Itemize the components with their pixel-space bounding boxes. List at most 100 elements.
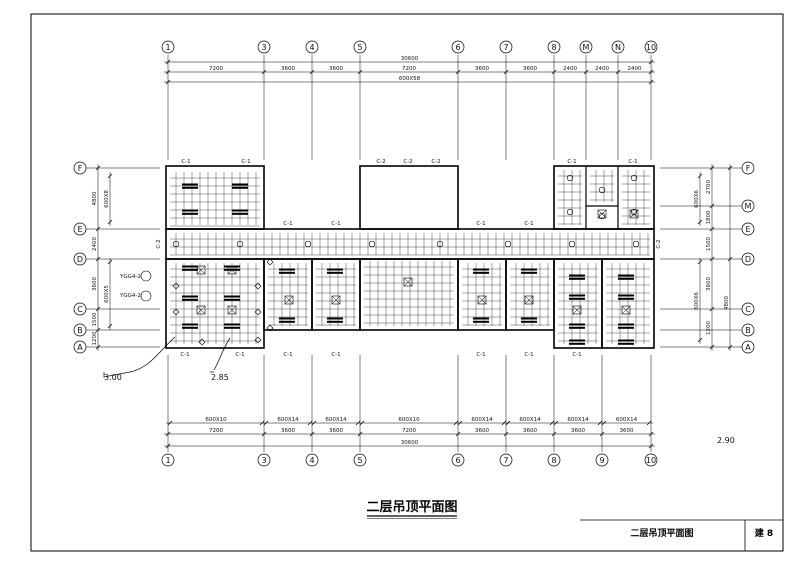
dim-top-seg-tick-3	[357, 69, 363, 75]
window-label-top-1: C-1	[241, 159, 250, 165]
grid-bubble-right-F-label: F	[746, 164, 751, 173]
light-fixture-0	[182, 183, 198, 189]
dim-bot-seg-tick-1	[261, 431, 267, 437]
window-label-top-2: C-2	[376, 159, 385, 165]
dim-left-tick-0	[95, 165, 101, 171]
tiles-sw	[170, 263, 260, 344]
dim-right-tick-4	[709, 306, 715, 312]
dim-left-tick-1	[95, 226, 101, 232]
elevation-label-285: 2.85	[211, 373, 229, 382]
exhaust-fan-10	[621, 305, 631, 315]
light-fixture-3	[232, 209, 248, 215]
downlight-8	[566, 174, 574, 182]
grid-bubble-top-4-label: 6	[455, 43, 460, 52]
exhaust-fan-2	[196, 305, 206, 315]
dim-bot-ceiling-label-5: 600X14	[519, 417, 541, 423]
dim-bot-seg-label-1: 3600	[281, 428, 295, 434]
light-fixture-21	[618, 294, 634, 300]
grid-bubble-right-M: M	[741, 199, 755, 213]
grid-bubble-top-1: 3	[257, 40, 271, 54]
dim-right-tick-0	[709, 165, 715, 171]
tiles-s3	[364, 261, 454, 326]
grid-bubble-left-B: B	[73, 323, 87, 337]
dim-bot-ceiling-tick-0	[167, 420, 173, 426]
light-fixture-2	[182, 209, 198, 215]
grid-bubble-left-E: E	[73, 222, 87, 236]
downlight-12	[630, 174, 638, 182]
dim-bot-ceiling-tick-7	[453, 420, 459, 426]
grid-bubble-left-D: D	[73, 252, 87, 266]
sheet-number: 建 8	[755, 527, 773, 539]
dim-bot-ceiling-label-2: 600X14	[325, 417, 347, 423]
dim-top-seg-tick-0	[165, 69, 171, 75]
window-label-mid-3: C-1	[524, 221, 533, 227]
elevation-label-300: 3.00	[104, 373, 122, 382]
exhaust-fan-4	[284, 295, 294, 305]
tiles-ne3	[622, 170, 650, 225]
grid-bubble-top-6: 8	[547, 40, 561, 54]
grid-bubble-bottom-0-label: 1	[165, 456, 170, 465]
grid-bubble-bottom-3: 5	[353, 453, 367, 467]
diamond-fixture-1	[254, 282, 262, 290]
grid-bubble-right-D: D	[741, 252, 755, 266]
dim-top-seg-label-8: 2400	[628, 66, 642, 72]
light-fixture-18	[569, 274, 585, 280]
tiles-s4	[462, 263, 502, 326]
window-label-top-3: C-2	[403, 159, 412, 165]
dim-bot-seg-tick-2	[309, 431, 315, 437]
dim-right-inner-b-label-0: 600X6	[694, 292, 700, 310]
grid-bubble-right-F: F	[741, 161, 755, 175]
dim-top-seg-tick-2	[309, 69, 315, 75]
dim-left-label-1: 2400	[92, 237, 98, 251]
downlight-11	[598, 212, 606, 220]
dim-bot-ceiling-tick-3	[307, 420, 313, 426]
downlight-13	[630, 208, 638, 216]
light-tag-1-label: YGG4-2	[119, 274, 141, 280]
grid-bubble-top-2-label: 4	[309, 43, 314, 52]
grid-bubble-top-7: M	[579, 40, 593, 54]
dim-bot-ceiling-tick-11	[549, 420, 555, 426]
dim-left-inner-a-tick-1	[107, 219, 113, 225]
grid-bubble-left-C-label: C	[77, 305, 83, 314]
tiles-ne2	[590, 170, 614, 202]
tiles-s5	[510, 263, 550, 326]
dim-bot-ceiling-tick-8	[457, 420, 463, 426]
dim-bot-ceiling-tick-12	[553, 420, 559, 426]
dim-top-ceiling-label-0: 600X58	[399, 76, 421, 82]
dim-top-seg-label-2: 3600	[329, 66, 343, 72]
dim-left-tick-5	[95, 344, 101, 350]
grid-bubble-right-C: C	[741, 302, 755, 316]
dim-bot-overall-tick-0	[165, 443, 171, 449]
dim-left-tick-4	[95, 327, 101, 333]
light-fixture-24	[569, 339, 585, 345]
tiles-s2	[316, 263, 356, 326]
dim-left-label-2: 3600	[92, 277, 98, 291]
grid-bubble-top-5: 7	[499, 40, 513, 54]
dim-top-overall-tick-1	[648, 59, 654, 65]
tiles-ne1	[558, 170, 582, 225]
grid-bubble-top-5-label: 7	[503, 43, 508, 52]
downlight-2	[304, 240, 312, 248]
drawing-title: 二层吊顶平面图	[366, 500, 457, 515]
light-fixture-23	[618, 323, 634, 329]
grid-bubble-top-6-label: 8	[551, 43, 556, 52]
dim-top-seg-label-5: 3600	[523, 66, 537, 72]
window-label-mid-2: C-1	[476, 221, 485, 227]
downlight-0	[172, 240, 180, 248]
window-label-bottom-0: C-1	[180, 352, 189, 358]
exhaust-fan-11	[597, 209, 607, 219]
grid-bubble-top-2: 4	[305, 40, 319, 54]
grid-bubble-top-0-label: 1	[165, 43, 170, 52]
dim-right-tick-3	[709, 256, 715, 262]
diamond-fixture-5	[254, 336, 262, 344]
light-fixture-6	[182, 295, 198, 301]
light-fixture-8	[182, 323, 198, 329]
grid-bubble-top-3-label: 5	[357, 43, 362, 52]
exhaust-fan-5	[331, 295, 341, 305]
window-label-top-6: C-1	[628, 159, 637, 165]
exhaust-fan-3	[227, 305, 237, 315]
window-label-bottom-5: C-1	[524, 352, 533, 358]
dim-top-seg-label-1: 3600	[281, 66, 295, 72]
light-fixture-17	[521, 317, 537, 323]
